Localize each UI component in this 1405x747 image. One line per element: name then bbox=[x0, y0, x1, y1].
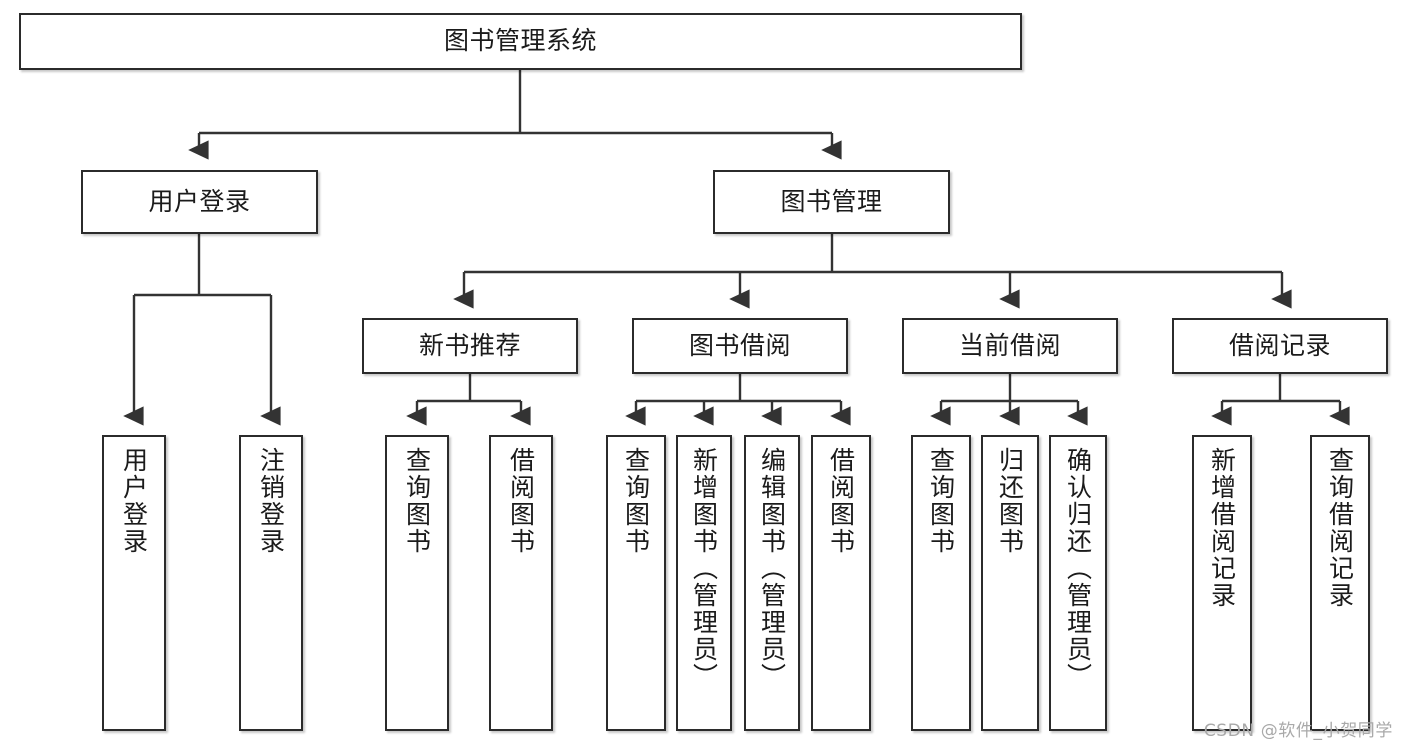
node-label: 查询图书 bbox=[926, 447, 956, 555]
node-label: 当前借阅 bbox=[958, 330, 1061, 360]
node-leaf-current-borrow-confirm-return-admin[interactable]: 确认归还（管理员） bbox=[1049, 435, 1107, 731]
node-label: 归还图书 bbox=[995, 447, 1025, 555]
node-label: 编辑图书（管理员） bbox=[757, 447, 787, 690]
node-book-borrow[interactable]: 图书借阅 bbox=[632, 318, 848, 374]
node-label: 用户登录 bbox=[148, 186, 251, 216]
node-leaf-new-book-borrow-book[interactable]: 借阅图书 bbox=[489, 435, 553, 731]
node-label: 借阅图书 bbox=[506, 447, 536, 555]
node-user-login[interactable]: 用户登录 bbox=[81, 170, 318, 234]
node-label: 新增图书（管理员） bbox=[689, 447, 719, 690]
node-root-book-management-system[interactable]: 图书管理系统 bbox=[19, 13, 1022, 70]
node-label: 查询图书 bbox=[402, 447, 432, 555]
node-label: 图书借阅 bbox=[688, 330, 791, 360]
node-leaf-book-borrow-borrow-book[interactable]: 借阅图书 bbox=[811, 435, 871, 731]
node-book-management[interactable]: 图书管理 bbox=[713, 170, 950, 234]
node-label: 借阅图书 bbox=[826, 447, 856, 555]
node-leaf-user-login-login[interactable]: 用户登录 bbox=[102, 435, 166, 731]
node-new-book-recommend[interactable]: 新书推荐 bbox=[362, 318, 578, 374]
node-current-borrow[interactable]: 当前借阅 bbox=[902, 318, 1118, 374]
node-label: 新增借阅记录 bbox=[1207, 447, 1237, 609]
node-leaf-book-borrow-query-book[interactable]: 查询图书 bbox=[606, 435, 666, 731]
node-label: 图书管理 bbox=[780, 186, 883, 216]
node-leaf-current-borrow-query-book[interactable]: 查询图书 bbox=[911, 435, 971, 731]
node-leaf-new-book-query-book[interactable]: 查询图书 bbox=[385, 435, 449, 731]
node-leaf-borrow-record-query-record[interactable]: 查询借阅记录 bbox=[1310, 435, 1370, 731]
node-leaf-user-login-logout[interactable]: 注销登录 bbox=[239, 435, 303, 731]
node-label: 确认归还（管理员） bbox=[1063, 447, 1093, 690]
node-label: 查询借阅记录 bbox=[1325, 447, 1355, 609]
node-label: 注销登录 bbox=[256, 447, 286, 555]
node-label: 新书推荐 bbox=[418, 330, 521, 360]
csdn-watermark: CSDN @软件_小贺同学 bbox=[1203, 721, 1393, 741]
node-leaf-book-borrow-add-book-admin[interactable]: 新增图书（管理员） bbox=[676, 435, 732, 731]
node-label: 查询图书 bbox=[621, 447, 651, 555]
node-leaf-borrow-record-add-record[interactable]: 新增借阅记录 bbox=[1192, 435, 1252, 731]
node-label: 图书管理系统 bbox=[443, 26, 597, 56]
node-label: 用户登录 bbox=[119, 447, 149, 555]
node-label: 借阅记录 bbox=[1228, 330, 1331, 360]
node-leaf-current-borrow-return-book[interactable]: 归还图书 bbox=[981, 435, 1039, 731]
node-borrow-record[interactable]: 借阅记录 bbox=[1172, 318, 1388, 374]
node-leaf-book-borrow-edit-book-admin[interactable]: 编辑图书（管理员） bbox=[744, 435, 800, 731]
